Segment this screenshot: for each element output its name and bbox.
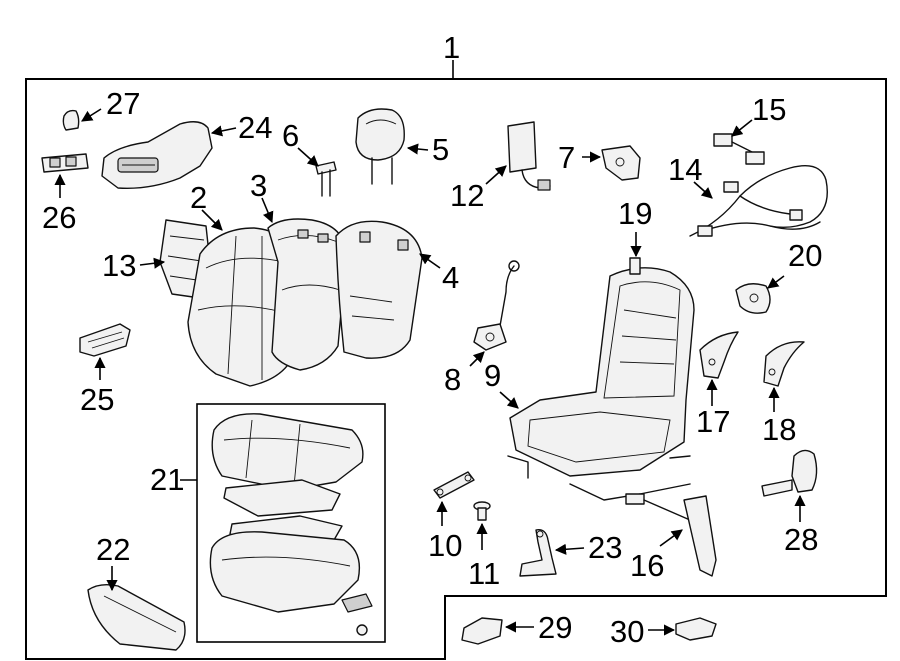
callout-18: 18	[762, 412, 796, 447]
part-21-cushion-assembly	[180, 413, 373, 636]
callout-2: 2	[190, 180, 207, 215]
part-30-cover	[648, 617, 717, 641]
callout-7: 7	[558, 140, 575, 175]
callout-6: 6	[282, 118, 299, 153]
callout-28: 28	[784, 522, 818, 557]
part-8-adjuster	[469, 260, 520, 367]
part-17-side-bracket	[699, 331, 739, 406]
part-7-latch	[582, 145, 641, 181]
part-16-seatbelt-buckle	[625, 493, 717, 577]
part-23-bracket	[519, 529, 585, 577]
part-19-bracket	[629, 232, 642, 275]
callout-16: 16	[630, 548, 664, 583]
callout-9: 9	[484, 358, 501, 393]
cushion-subassembly-box	[196, 403, 386, 643]
part-9-seat-frame	[499, 267, 695, 501]
callout-23: 23	[588, 530, 622, 565]
callout-10: 10	[428, 528, 462, 563]
callout-4: 4	[442, 260, 459, 295]
part-11-bolt	[473, 501, 491, 550]
callout-19: 19	[618, 196, 652, 231]
part-14-wire-harness	[689, 165, 828, 237]
callout-1: 1	[443, 30, 460, 65]
callout-3: 3	[250, 168, 267, 203]
part-28-lever	[761, 449, 818, 522]
callout-27: 27	[106, 86, 140, 121]
callout-14: 14	[668, 152, 702, 187]
callout-26: 26	[42, 200, 76, 235]
callout-15: 15	[752, 92, 786, 127]
part-3-seatback-pad	[261, 197, 347, 371]
callout-17: 17	[696, 404, 730, 439]
callout-29: 29	[538, 610, 572, 645]
part-25-bracket	[79, 323, 131, 380]
assembly-frame	[25, 78, 887, 660]
part-15-connector	[713, 119, 765, 165]
part-22-side-trim	[87, 566, 186, 651]
callout-25: 25	[80, 382, 114, 417]
part-12-module	[485, 121, 551, 191]
part-18-side-bracket	[763, 341, 805, 412]
callout-24: 24	[238, 110, 272, 145]
callout-12: 12	[450, 178, 484, 213]
part-24-side-cover	[101, 121, 237, 189]
part-20-cover	[735, 275, 785, 314]
callout-21: 21	[150, 462, 184, 497]
callout-22: 22	[96, 532, 130, 567]
callout-20: 20	[788, 238, 822, 273]
part-29-cover-cap	[461, 617, 534, 645]
part-10-link	[433, 471, 475, 526]
part-26-switch	[41, 153, 89, 198]
callout-8: 8	[444, 362, 461, 397]
part-6-headrest-guide	[297, 147, 337, 197]
callout-13: 13	[102, 248, 136, 283]
callout-5: 5	[432, 132, 449, 167]
callout-11: 11	[468, 556, 500, 591]
callout-30: 30	[610, 614, 644, 649]
part-5-headrest	[355, 108, 429, 185]
part-27-clip	[62, 108, 102, 131]
part-4-back-panel	[335, 220, 441, 359]
